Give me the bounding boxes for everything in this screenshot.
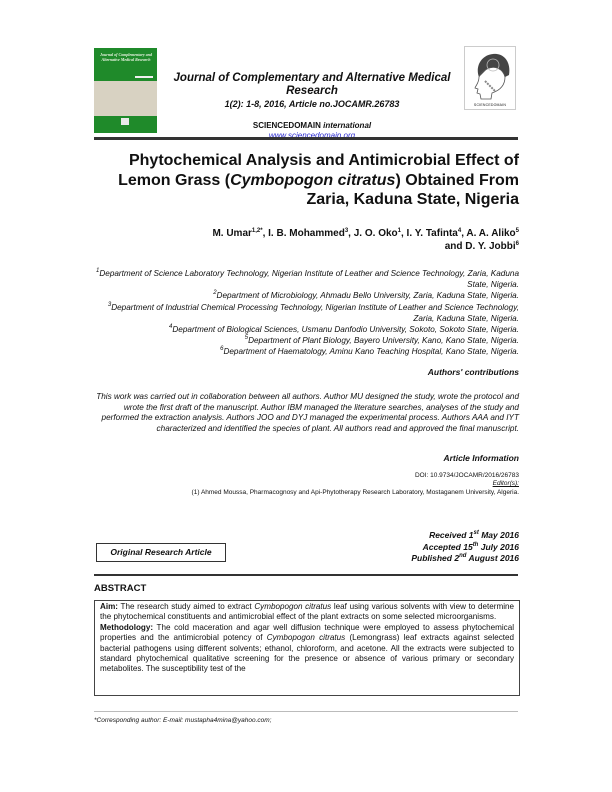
title-species-italic: Cymbopogon citratus [230, 171, 396, 189]
article-info-heading: Article Information [443, 453, 519, 463]
cover-title: Journal of Complementary and Alternative… [100, 52, 152, 62]
header-divider [94, 137, 518, 140]
affiliation: 4Department of Biological Sciences, Usma… [169, 324, 519, 335]
author: and D. Y. Jobbi6 [444, 240, 519, 252]
head-profile-icon [474, 53, 510, 100]
abstract-box: Aim: The research study aimed to extract… [94, 600, 520, 696]
footnote-divider [94, 711, 518, 712]
corresponding-author-footnote: *Corresponding author: E-mail: mustapha4… [94, 717, 272, 724]
journal-issue: 1(2): 1-8, 2016, Article no.JOCAMR.26783 [224, 99, 400, 109]
editor-entry: (1) Ahmed Moussa, Pharmacognosy and Api-… [191, 488, 519, 496]
publisher-line: SCIENCEDOMAIN international [170, 121, 454, 131]
cover-volume-strip [135, 76, 153, 78]
doi: DOI: 10.9734/JOCAMR/2016/26783 [414, 472, 519, 479]
journal-cover-image: Journal of Complementary and Alternative… [94, 48, 157, 133]
title-line-2: Lemon Grass (Cymbopogon citratus) Obtain… [100, 171, 519, 191]
author: I. B. Mohammed3, [268, 228, 354, 239]
author: I. Y. Tafinta4, [406, 228, 467, 239]
author-line-1: M. Umar1,2*, I. B. Mohammed3, J. O. Oko1… [120, 228, 519, 241]
publisher-url-link[interactable]: www.sciencedomain.org [268, 131, 356, 140]
publisher-name: SCIENCEDOMAIN [252, 121, 321, 130]
sciencedomain-logo: SCIENCEDOMAIN [464, 46, 516, 110]
title-text: Lemon Grass ( [118, 171, 231, 189]
affiliation: 1Department of Science Laboratory Techno… [96, 268, 519, 290]
published-date: Published 2nd August 2016 [411, 553, 519, 563]
title-line-1: Phytochemical Analysis and Antimicrobial… [128, 152, 519, 169]
author-line-2: and D. Y. Jobbi6 [120, 241, 519, 254]
affiliation: 6Department of Haematology, Aminu Kano T… [220, 346, 519, 357]
affiliation: 5Department of Plant Biology, Bayero Uni… [244, 335, 519, 346]
contributions-text: This work was carried out in collaborati… [96, 392, 519, 434]
accepted-date: Accepted 15th July 2016 [422, 541, 519, 552]
paper-title: Phytochemical Analysis and Antimicrobial… [100, 151, 519, 210]
abstract-heading: ABSTRACT [94, 583, 147, 594]
title-text: ) Obtained From [395, 171, 519, 189]
title-line-3: Zaria, Kaduna State, Nigeria [306, 191, 519, 208]
author: M. Umar1,2*, [212, 228, 269, 239]
abstract-divider [94, 574, 518, 576]
abstract-aim: Aim: The research study aimed to extract… [100, 602, 514, 622]
editors-label: Editor(s): [492, 480, 519, 487]
cover-publisher-logo-icon [121, 118, 129, 125]
cover-green-band-top [94, 48, 157, 81]
received-date: Received 1st May 2016 [429, 530, 519, 540]
abstract-methodology: Methodology: The cold maceration and aga… [100, 622, 514, 674]
journal-title: Journal of Complementary and Alternative… [173, 72, 451, 97]
logo-caption: SCIENCEDOMAIN [473, 103, 507, 107]
affiliation: 3Department of Industrial Chemical Proce… [107, 301, 519, 323]
author-list: M. Umar1,2*, I. B. Mohammed3, J. O. Oko1… [120, 228, 519, 253]
publisher-suffix: international [323, 121, 372, 130]
affiliations: 1Department of Science Laboratory Techno… [90, 268, 519, 358]
article-type-badge: Original Research Article [96, 543, 226, 562]
publication-dates: Received 1st May 2016 Accepted 15th July… [300, 530, 519, 565]
contributions-heading: Authors' contributions [427, 367, 519, 377]
affiliation: 2Department of Microbiology, Ahmadu Bell… [213, 290, 519, 301]
journal-masthead: Journal of Complementary and Alternative… [170, 72, 454, 141]
author: A. A. Aliko5 [466, 228, 519, 239]
author: J. O. Oko1, [353, 228, 407, 239]
